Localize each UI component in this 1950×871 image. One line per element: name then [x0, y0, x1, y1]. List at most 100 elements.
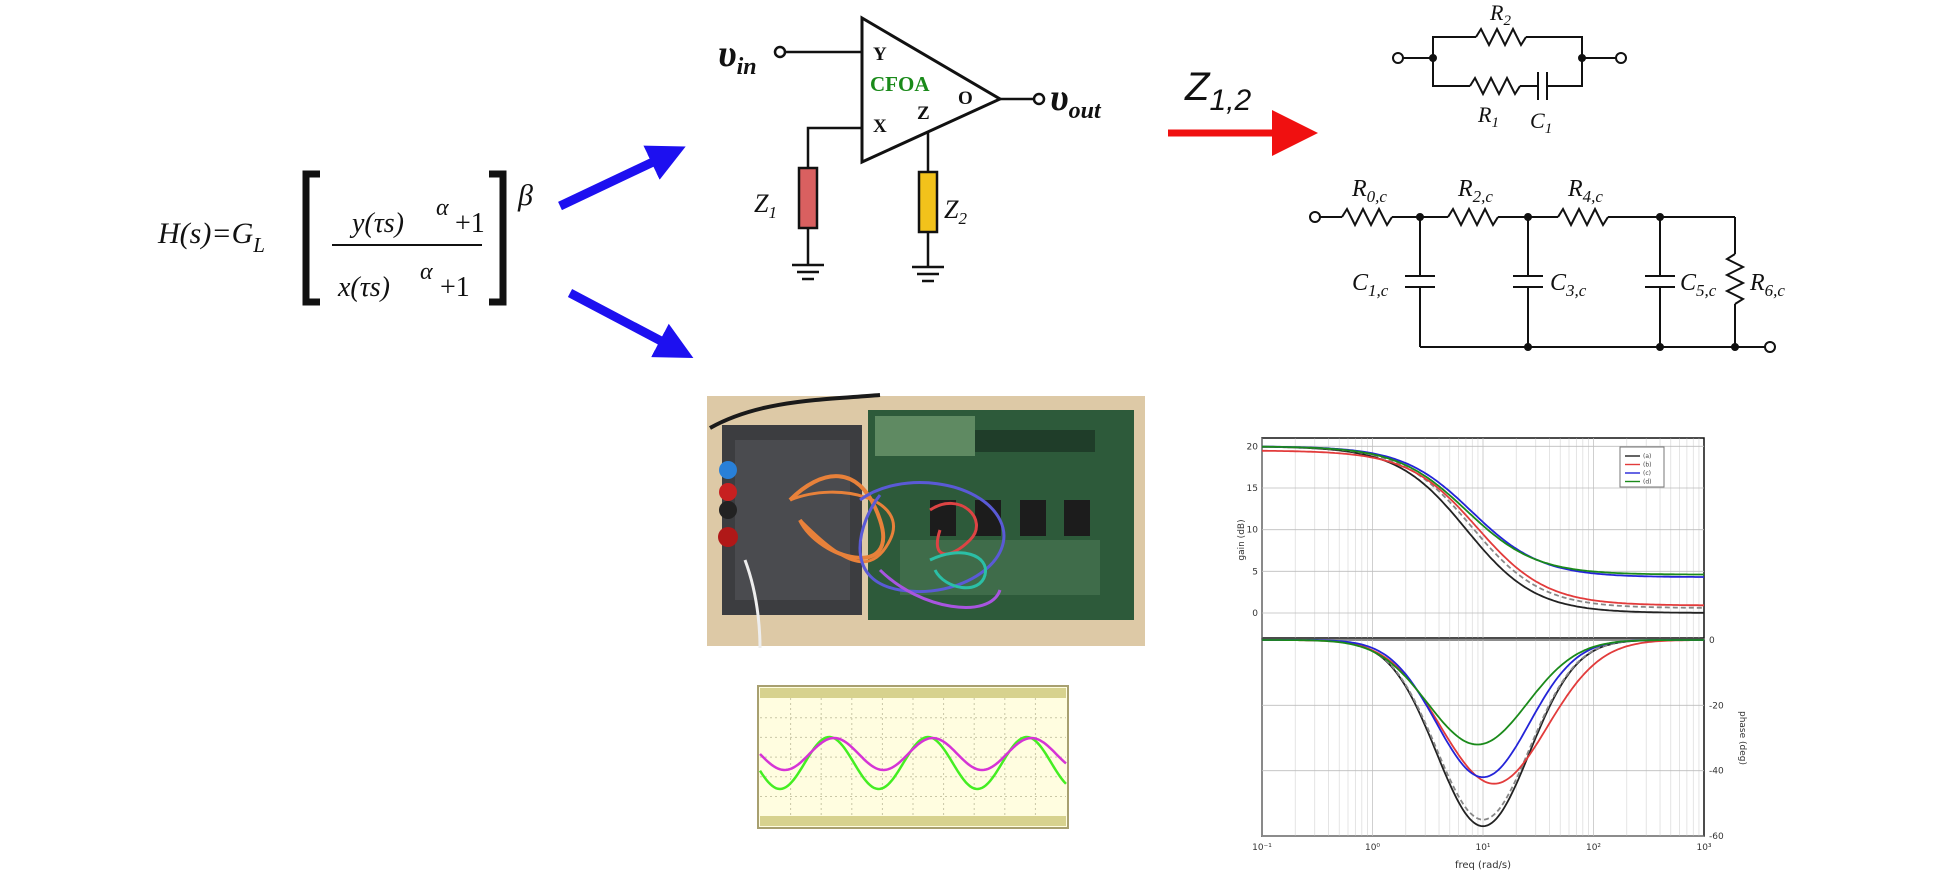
left-bracket [302, 170, 320, 306]
svg-text:R1: R1 [1477, 102, 1499, 131]
resistor-r1 [1469, 75, 1521, 97]
phase-tick-label: 0 [1709, 636, 1715, 646]
parallel-rc-network [1392, 26, 1627, 100]
svg-text:Z1: Z1 [754, 189, 777, 222]
svg-text:R2: R2 [1489, 0, 1511, 29]
bode-xlabel: freq (rad/s) [1455, 860, 1511, 871]
formula-lhs: H(s)=G [157, 217, 254, 250]
svg-text:υout: υout [1050, 77, 1102, 124]
resistor-r6c [1724, 253, 1746, 305]
legend-entry: (c) [1643, 470, 1651, 477]
lad-r0-main: R [1351, 176, 1367, 202]
bode-legend [1619, 446, 1665, 488]
z1-label-main: Z [754, 189, 769, 218]
svg-text:C1: C1 [1530, 108, 1552, 137]
vout-main: υ [1050, 77, 1069, 119]
arrow-to-implementation [567, 289, 694, 359]
phase-tick-label: -40 [1709, 767, 1724, 777]
phase-tick-label: -20 [1709, 701, 1724, 711]
magnitude-curve [1262, 445, 1704, 576]
formula-denominator-main: x(τs) [337, 272, 390, 303]
cfoa-triangle [860, 15, 1004, 165]
z2-label-main: Z [944, 195, 959, 224]
phase-ylabel: phase (deg) [1737, 711, 1747, 765]
pin-y-label: Y [873, 44, 887, 65]
svg-text:Z1,2: Z1,2 [1184, 65, 1251, 117]
lad-c3-sub: 3,c [1565, 281, 1587, 300]
z2-label-sub: 2 [958, 209, 967, 228]
legend-entry: (d) [1643, 479, 1652, 486]
phase-tick-label: -60 [1709, 832, 1724, 842]
legend-entry: (b) [1643, 462, 1652, 469]
par-c1-sub: 1 [1545, 121, 1553, 137]
formula-numerator-exponent: α [436, 195, 449, 221]
lad-r2-main: R [1457, 176, 1473, 202]
resistor-r2c [1447, 206, 1499, 228]
hardware-photo [707, 393, 1145, 649]
svg-text:R2,c: R2,c [1457, 176, 1493, 206]
red-arrow [1168, 110, 1318, 156]
oscilloscope-capture [757, 685, 1069, 829]
par-r2-main: R [1489, 0, 1504, 25]
impedance-label-sub: 1,2 [1209, 84, 1251, 117]
z2-impedance [917, 170, 939, 234]
resistor-r2 [1475, 26, 1527, 48]
svg-text:H(s)=GL: H(s)=GL [157, 217, 265, 257]
lad-r2-sub: 2,c [1473, 187, 1494, 206]
svg-text:C5,c: C5,c [1680, 270, 1717, 300]
x-tick-label: 10⁰ [1365, 843, 1380, 853]
svg-text:C1,c: C1,c [1352, 270, 1389, 300]
z1-impedance [797, 166, 819, 230]
svg-text:y(τs): y(τs) [349, 208, 404, 239]
impedance-label-main: Z [1184, 65, 1211, 109]
lad-c5-main: C [1680, 270, 1697, 296]
vout-sub: out [1069, 98, 1102, 124]
par-r2-sub: 2 [1503, 13, 1511, 29]
resistor-r0c [1341, 206, 1393, 228]
pin-x-label: X [873, 116, 887, 137]
x-tick-label: 10² [1586, 843, 1601, 853]
svg-text:R0,c: R0,c [1351, 176, 1387, 206]
lad-c1-main: C [1352, 270, 1369, 296]
svg-text:υin: υin [718, 33, 757, 80]
mag-tick-label: 10 [1247, 526, 1259, 536]
vin-main: υ [718, 33, 737, 75]
z1-label-sub: 1 [768, 203, 777, 222]
pin-z-label: Z [917, 103, 930, 124]
svg-text:R6,c: R6,c [1749, 270, 1785, 300]
svg-text:C3,c: C3,c [1550, 270, 1587, 300]
x-tick-label: 10³ [1696, 843, 1711, 853]
lad-r4-sub: 4,c [1583, 187, 1604, 206]
lad-r0-sub: 0,c [1367, 187, 1388, 206]
svg-text:R4,c: R4,c [1567, 176, 1603, 206]
formula-numerator-tail: +1 [455, 208, 485, 239]
right-bracket [489, 170, 507, 306]
resistor-r4c [1557, 206, 1609, 228]
lad-c5-sub: 5,c [1696, 281, 1717, 300]
svg-text:Z2: Z2 [944, 195, 967, 228]
formula-numerator-main: y(τs) [349, 208, 404, 239]
x-tick-label: 10⁻¹ [1252, 843, 1272, 853]
lad-r6-main: R [1749, 270, 1765, 296]
mag-tick-label: 15 [1247, 484, 1258, 494]
mag-tick-label: 5 [1252, 567, 1258, 577]
formula-denominator-tail: +1 [440, 272, 470, 303]
lad-r4-main: R [1567, 176, 1583, 202]
x-tick-label: 10¹ [1475, 843, 1490, 853]
lad-r6-sub: 6,c [1765, 281, 1786, 300]
formula-outer-exponent: β [517, 179, 533, 212]
magnitude-curve [1262, 449, 1704, 607]
formula-lhs-sub: L [252, 233, 265, 257]
phase-curve [1262, 639, 1704, 746]
par-r1-main: R [1477, 102, 1492, 127]
cfoa-label: CFOA [870, 72, 930, 96]
mag-tick-label: 0 [1252, 609, 1258, 619]
vin-sub: in [737, 54, 757, 80]
cfoa-circuit [773, 15, 1046, 283]
arrow-to-circuit [558, 145, 686, 211]
legend-entry: (a) [1643, 453, 1651, 460]
mag-ylabel: gain (dB) [1237, 519, 1247, 560]
